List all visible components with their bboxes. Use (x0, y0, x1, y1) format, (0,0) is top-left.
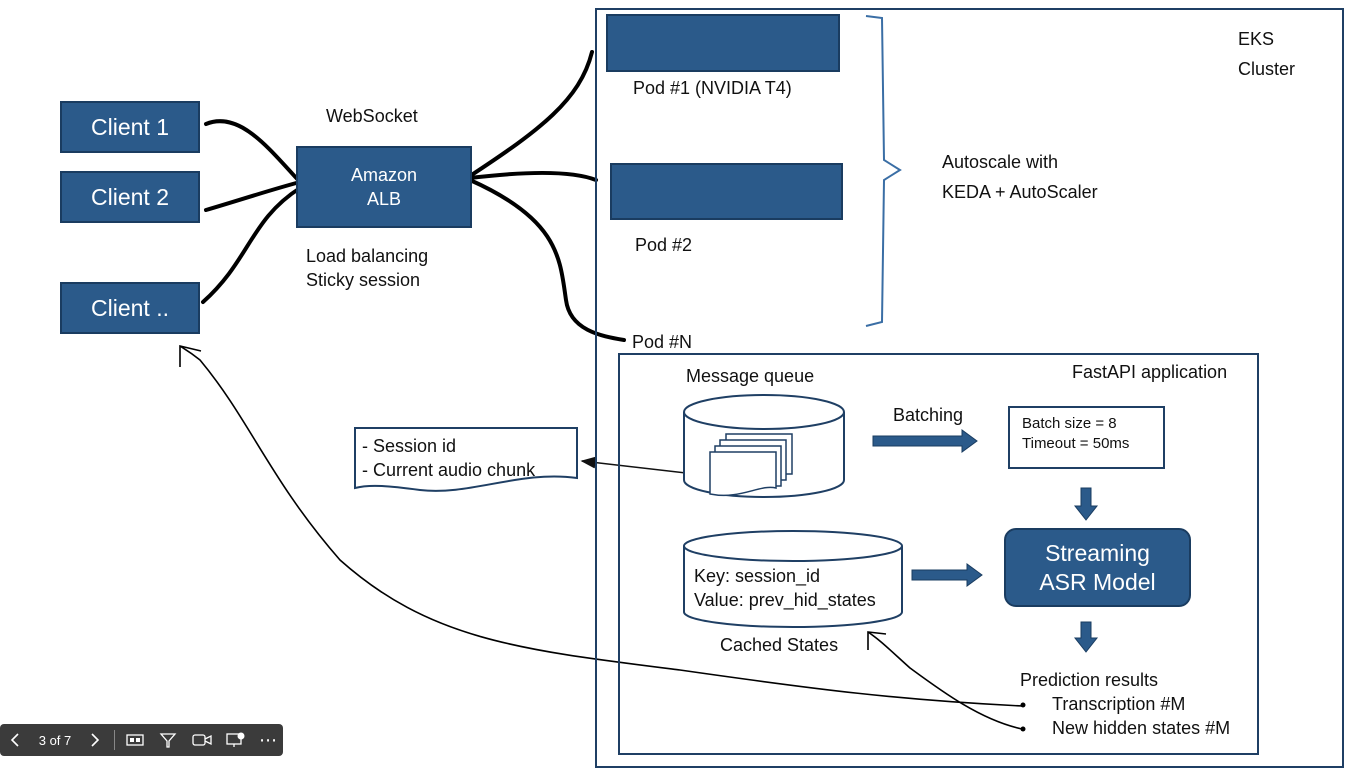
message-queue-label: Message queue (686, 366, 815, 386)
lb-note-2: Sticky session (306, 270, 421, 290)
eks-line2: Cluster (1238, 59, 1296, 79)
pod-1-label: Pod #1 (NVIDIA T4) (633, 78, 792, 98)
message-line2: - Current audio chunk (362, 460, 536, 480)
slide-counter: 3 of 7 (38, 732, 72, 748)
client-n-label: Client .. (91, 294, 169, 321)
asr-line1: Streaming (1045, 539, 1150, 566)
slideshow-toolbar: 3 of 7 ⋯ (0, 724, 283, 756)
client3-link (201, 186, 302, 304)
cache-contents: Key: session_id Value: prev_hid_states (694, 564, 876, 612)
see-all-slides-icon[interactable] (119, 724, 151, 756)
websocket-label: WebSocket (326, 106, 418, 126)
cache-value-text: Value: prev_hid_states (694, 590, 876, 610)
client-n-box: Client .. (60, 282, 200, 334)
previous-slide-icon[interactable] (0, 724, 30, 756)
autoscale-note: Autoscale with KEDA + AutoScaler (942, 147, 1098, 207)
autoscale-brace (865, 15, 902, 327)
states-arrowhead (867, 631, 887, 650)
prediction-item-1: Transcription #M (1052, 694, 1186, 714)
toolbar-divider (114, 730, 115, 750)
client-1-label: Client 1 (91, 113, 169, 140)
pod-n-label: Pod #N (632, 332, 693, 352)
pod1-link (468, 50, 594, 178)
message-note: - Session id - Current audio chunk (362, 434, 535, 482)
eks-line1: EKS (1238, 29, 1275, 49)
config-to-asr-arrow (1073, 487, 1099, 521)
pod-2-box (610, 163, 843, 220)
lb-notes: Load balancing Sticky session (306, 244, 428, 292)
eks-cluster-label: EKS Cluster (1238, 24, 1295, 84)
pod2-link (468, 171, 598, 182)
message-line1: - Session id (362, 436, 457, 456)
batching-arrow (872, 429, 978, 453)
alb-line2: ALB (366, 189, 402, 209)
batch-timeout-text: Timeout = 50ms (1022, 435, 1130, 452)
prediction-results: Prediction results Transcription #M New … (1020, 668, 1230, 740)
client2-link (204, 180, 302, 212)
cached-states-label: Cached States (720, 635, 839, 655)
batching-label: Batching (893, 405, 964, 425)
batch-config-box: Batch size = 8 Timeout = 50ms (1008, 406, 1165, 469)
autoscale-line2: KEDA + AutoScaler (942, 182, 1098, 202)
pod-2-label: Pod #2 (635, 235, 693, 255)
alb-box: Amazon ALB (296, 146, 472, 228)
asr-line2: ASR Model (1039, 568, 1156, 595)
next-slide-icon[interactable] (80, 724, 110, 756)
lb-note-1: Load balancing (306, 246, 429, 266)
client-1-box: Client 1 (60, 101, 200, 153)
client-2-label: Client 2 (91, 183, 169, 210)
message-note-shape (354, 427, 578, 492)
asr-model-box: Streaming ASR Model (1004, 528, 1191, 607)
alb-line1: Amazon (350, 165, 418, 185)
message-queue-cylinder (683, 394, 845, 498)
prediction-item-2: New hidden states #M (1052, 718, 1231, 738)
return-arrowhead (179, 344, 202, 367)
cache-to-asr-arrow (911, 563, 983, 587)
autoscale-line1: Autoscale with (942, 152, 1059, 172)
cache-key-text: Key: session_id (694, 566, 821, 586)
pen-icon[interactable] (151, 724, 185, 756)
states-to-cache-line (867, 631, 1023, 730)
camera-icon[interactable] (185, 724, 219, 756)
more-options-icon[interactable]: ⋯ (259, 729, 277, 750)
client-2-box: Client 2 (60, 171, 200, 223)
prediction-title: Prediction results (1020, 670, 1159, 690)
asr-to-results-arrow (1073, 621, 1099, 653)
cached-states-cylinder (683, 530, 903, 628)
return-to-client-line (179, 345, 1023, 707)
pod-1-box (606, 14, 840, 72)
batch-size-text: Batch size = 8 (1022, 415, 1117, 432)
fastapi-frame (618, 353, 1259, 755)
subtitles-icon[interactable] (219, 724, 253, 756)
fastapi-title: FastAPI application (1072, 362, 1228, 382)
client1-link (204, 119, 302, 184)
